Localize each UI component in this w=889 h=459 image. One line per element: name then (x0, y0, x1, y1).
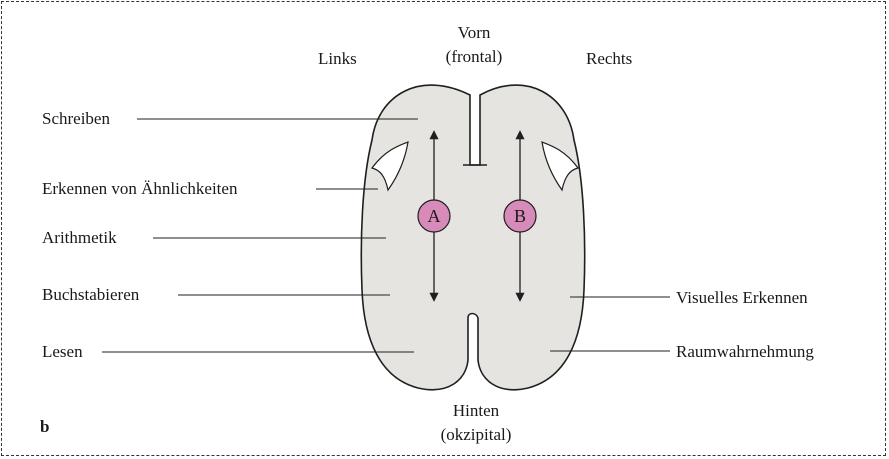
brain-outline (361, 85, 584, 390)
label-lesen: Lesen (42, 342, 83, 361)
label-arithmetik: Arithmetik (42, 228, 117, 247)
marker-a-label: A (428, 206, 441, 226)
right-side-label: Rechts (586, 49, 632, 68)
label-buchstabieren: Buchstabieren (42, 285, 140, 304)
left-side-label: Links (318, 49, 357, 68)
front-label-line1: Vorn (458, 23, 491, 42)
label-visuelles-erkennen: Visuelles Erkennen (676, 288, 808, 307)
panel-letter: b (40, 417, 49, 436)
back-label-line2: (okzipital) (441, 425, 512, 444)
label-schreiben: Schreiben (42, 109, 110, 128)
label-raumwahrnehmung: Raumwahrnehmung (676, 342, 814, 361)
back-label-line1: Hinten (453, 401, 500, 420)
front-label-line2: (frontal) (446, 47, 503, 66)
marker-b-label: B (514, 206, 526, 226)
label-aehnlichkeiten: Erkennen von Ähnlichkeiten (42, 179, 238, 198)
